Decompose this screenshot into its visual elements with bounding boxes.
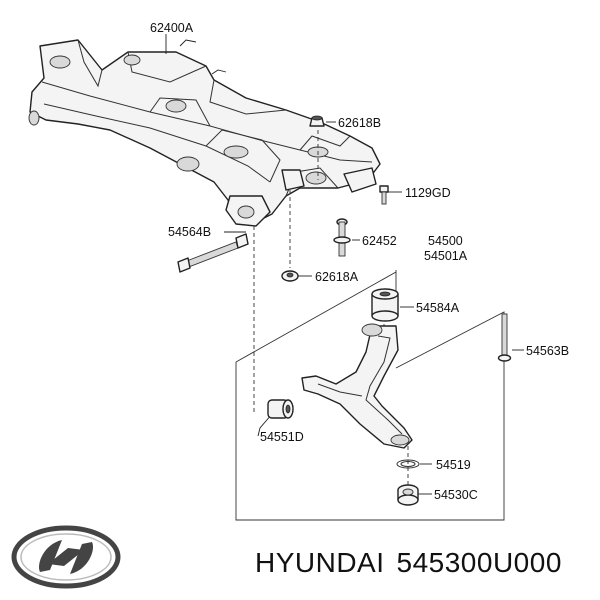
subframe-crossmember [28,39,381,227]
lower-control-arm [301,323,413,449]
label-1129gd: 1129GD [405,186,451,200]
bolt-62452 [333,218,351,257]
ball-joint-54530c [397,484,419,506]
nut-62618b [309,115,325,127]
boot-ring-54519 [396,459,420,469]
nut-62618a [281,270,299,282]
bolt-1129gd [379,185,389,205]
label-54501a: 54501A [424,249,468,263]
hyundai-logo-icon [11,525,121,589]
brand-name: HYUNDAI [255,547,385,578]
footer-caption: HYUNDAI 545300U000 [255,547,562,579]
label-62618a: 62618A [315,270,359,284]
label-54563b: 54563B [526,344,569,358]
label-62400a: 62400A [150,21,194,35]
label-54584a: 54584A [416,301,460,315]
label-62618b: 62618B [338,116,381,130]
label-54500: 54500 [428,234,463,248]
bolt-54563b [497,313,512,362]
label-54551d: 54551D [260,430,304,444]
part-number: 545300U000 [396,547,562,578]
bushing-54551d [267,399,294,419]
label-54519: 54519 [436,458,471,472]
label-54564b: 54564B [168,225,211,239]
label-62452: 62452 [362,234,397,248]
bolt-54564b [177,233,249,273]
bushing-54584a [371,288,399,322]
label-54530c: 54530C [434,488,478,502]
leader-lines [165,34,524,495]
